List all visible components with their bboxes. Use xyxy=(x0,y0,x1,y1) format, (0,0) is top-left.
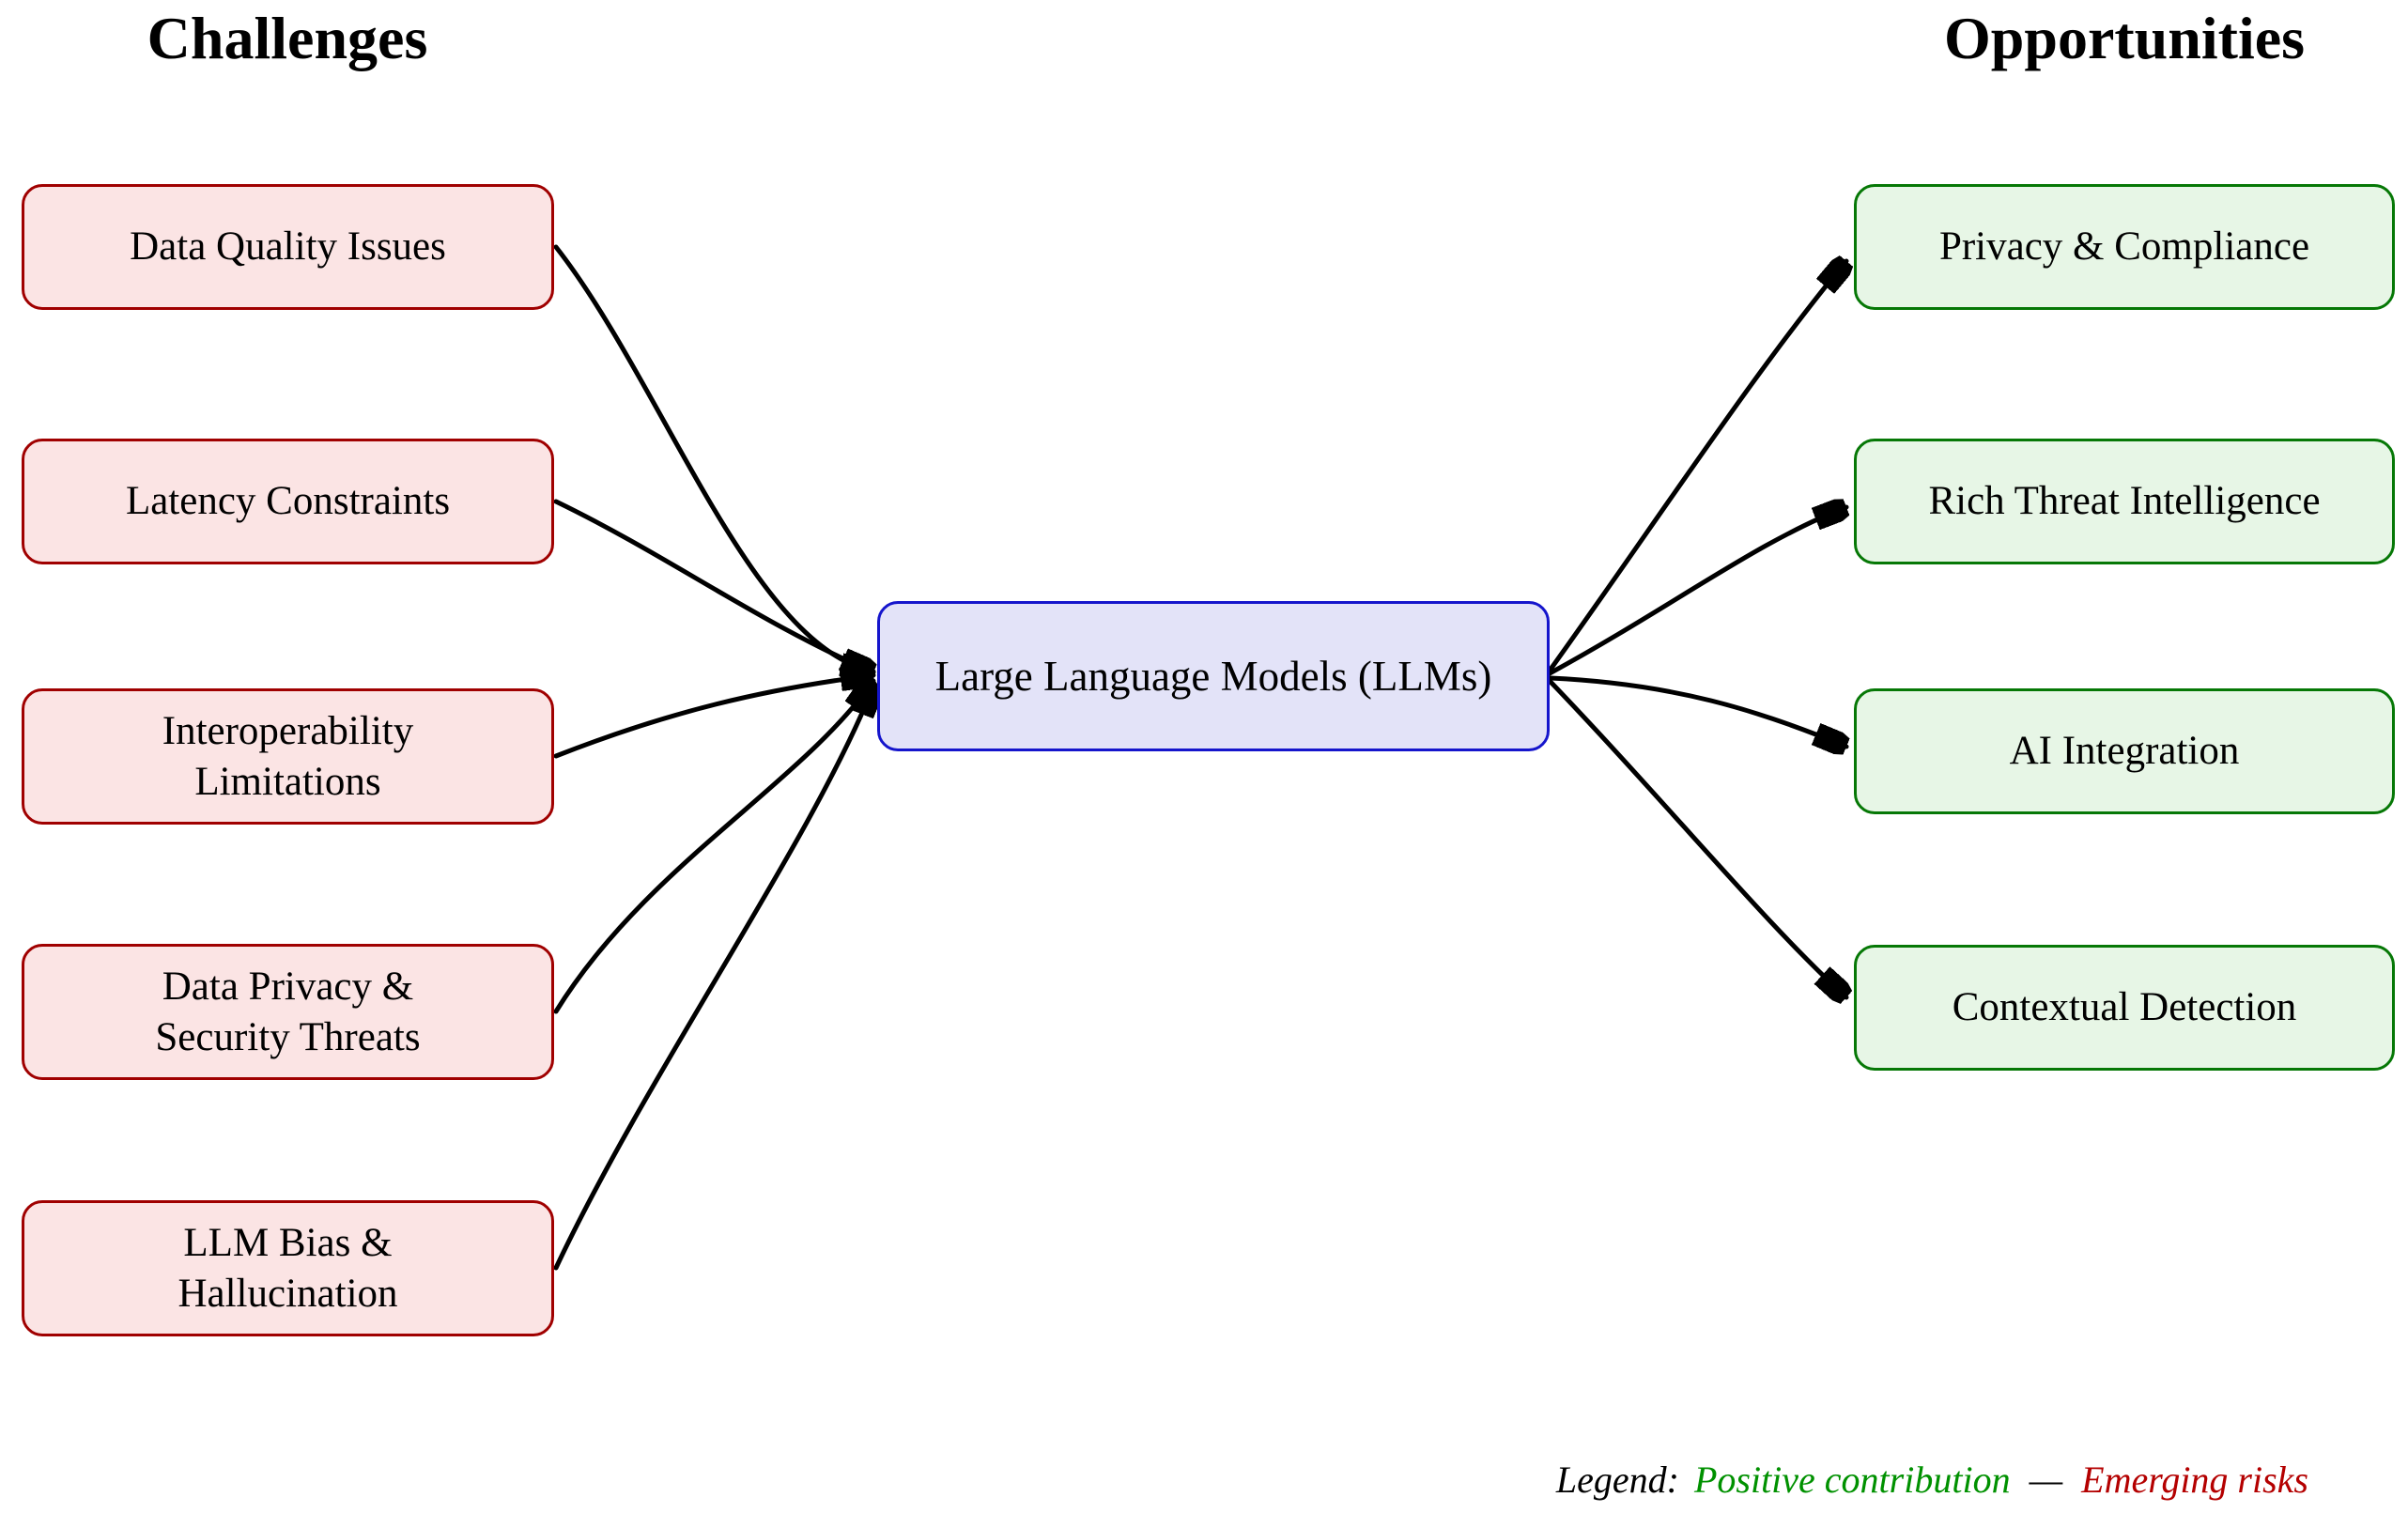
opportunity-node-contextual-detection: Contextual Detection xyxy=(1854,945,2395,1071)
arrow-latency-to-llm xyxy=(553,499,873,672)
challenge-node-data-privacy: Data Privacy & Security Threats xyxy=(22,944,554,1080)
arrow-llm-to-ai-integration xyxy=(1547,675,1846,747)
node-label: LLM Bias & Hallucination xyxy=(178,1220,398,1316)
arrow-data-quality-to-llm xyxy=(553,244,873,671)
node-label: Large Language Models (LLMs) xyxy=(934,652,1492,700)
node-label: Data Quality Issues xyxy=(130,224,446,270)
arrow-interoperability-to-llm xyxy=(553,675,876,759)
opportunity-node-privacy-compliance: Privacy & Compliance xyxy=(1854,184,2395,310)
node-label: Contextual Detection xyxy=(1952,985,2297,1030)
node-label: Rich Threat Intelligence xyxy=(1928,479,2321,524)
node-label: Latency Constraints xyxy=(125,479,451,524)
legend: Legend: Positive contribution — Emerging… xyxy=(1556,1458,2308,1502)
arrow-llm-to-privacy-compliance xyxy=(1547,261,1846,673)
node-label: Interoperability Limitations xyxy=(162,708,414,804)
challenge-node-llm-bias: LLM Bias & Hallucination xyxy=(22,1200,554,1336)
challenge-node-data-quality: Data Quality Issues xyxy=(22,184,554,310)
opportunities-heading: Opportunities xyxy=(1943,5,2306,71)
opportunity-node-ai-integration: AI Integration xyxy=(1854,688,2395,814)
challenges-heading: Challenges xyxy=(147,5,428,71)
legend-emerging-risks: Emerging risks xyxy=(2081,1459,2308,1501)
legend-separator: — xyxy=(2029,1459,2063,1501)
challenge-node-interoperability: Interoperability Limitations xyxy=(22,688,554,825)
node-label: AI Integration xyxy=(2009,729,2240,774)
challenge-node-latency: Latency Constraints xyxy=(22,439,554,564)
legend-label: Legend: xyxy=(1555,1459,1679,1501)
node-label: Privacy & Compliance xyxy=(1938,224,2310,270)
legend-positive-contribution: Positive contribution xyxy=(1693,1459,2011,1501)
arrow-llm-to-threat-intelligence xyxy=(1547,507,1846,676)
arrow-llm-to-contextual-detection xyxy=(1547,678,1846,997)
opportunity-node-threat-intelligence: Rich Threat Intelligence xyxy=(1854,439,2395,564)
arrow-data-privacy-to-llm xyxy=(553,681,873,1014)
arrow-llm-bias-to-llm xyxy=(553,684,874,1271)
llm-center-node: Large Language Models (LLMs) xyxy=(877,601,1550,751)
node-label: Data Privacy & Security Threats xyxy=(155,964,421,1059)
